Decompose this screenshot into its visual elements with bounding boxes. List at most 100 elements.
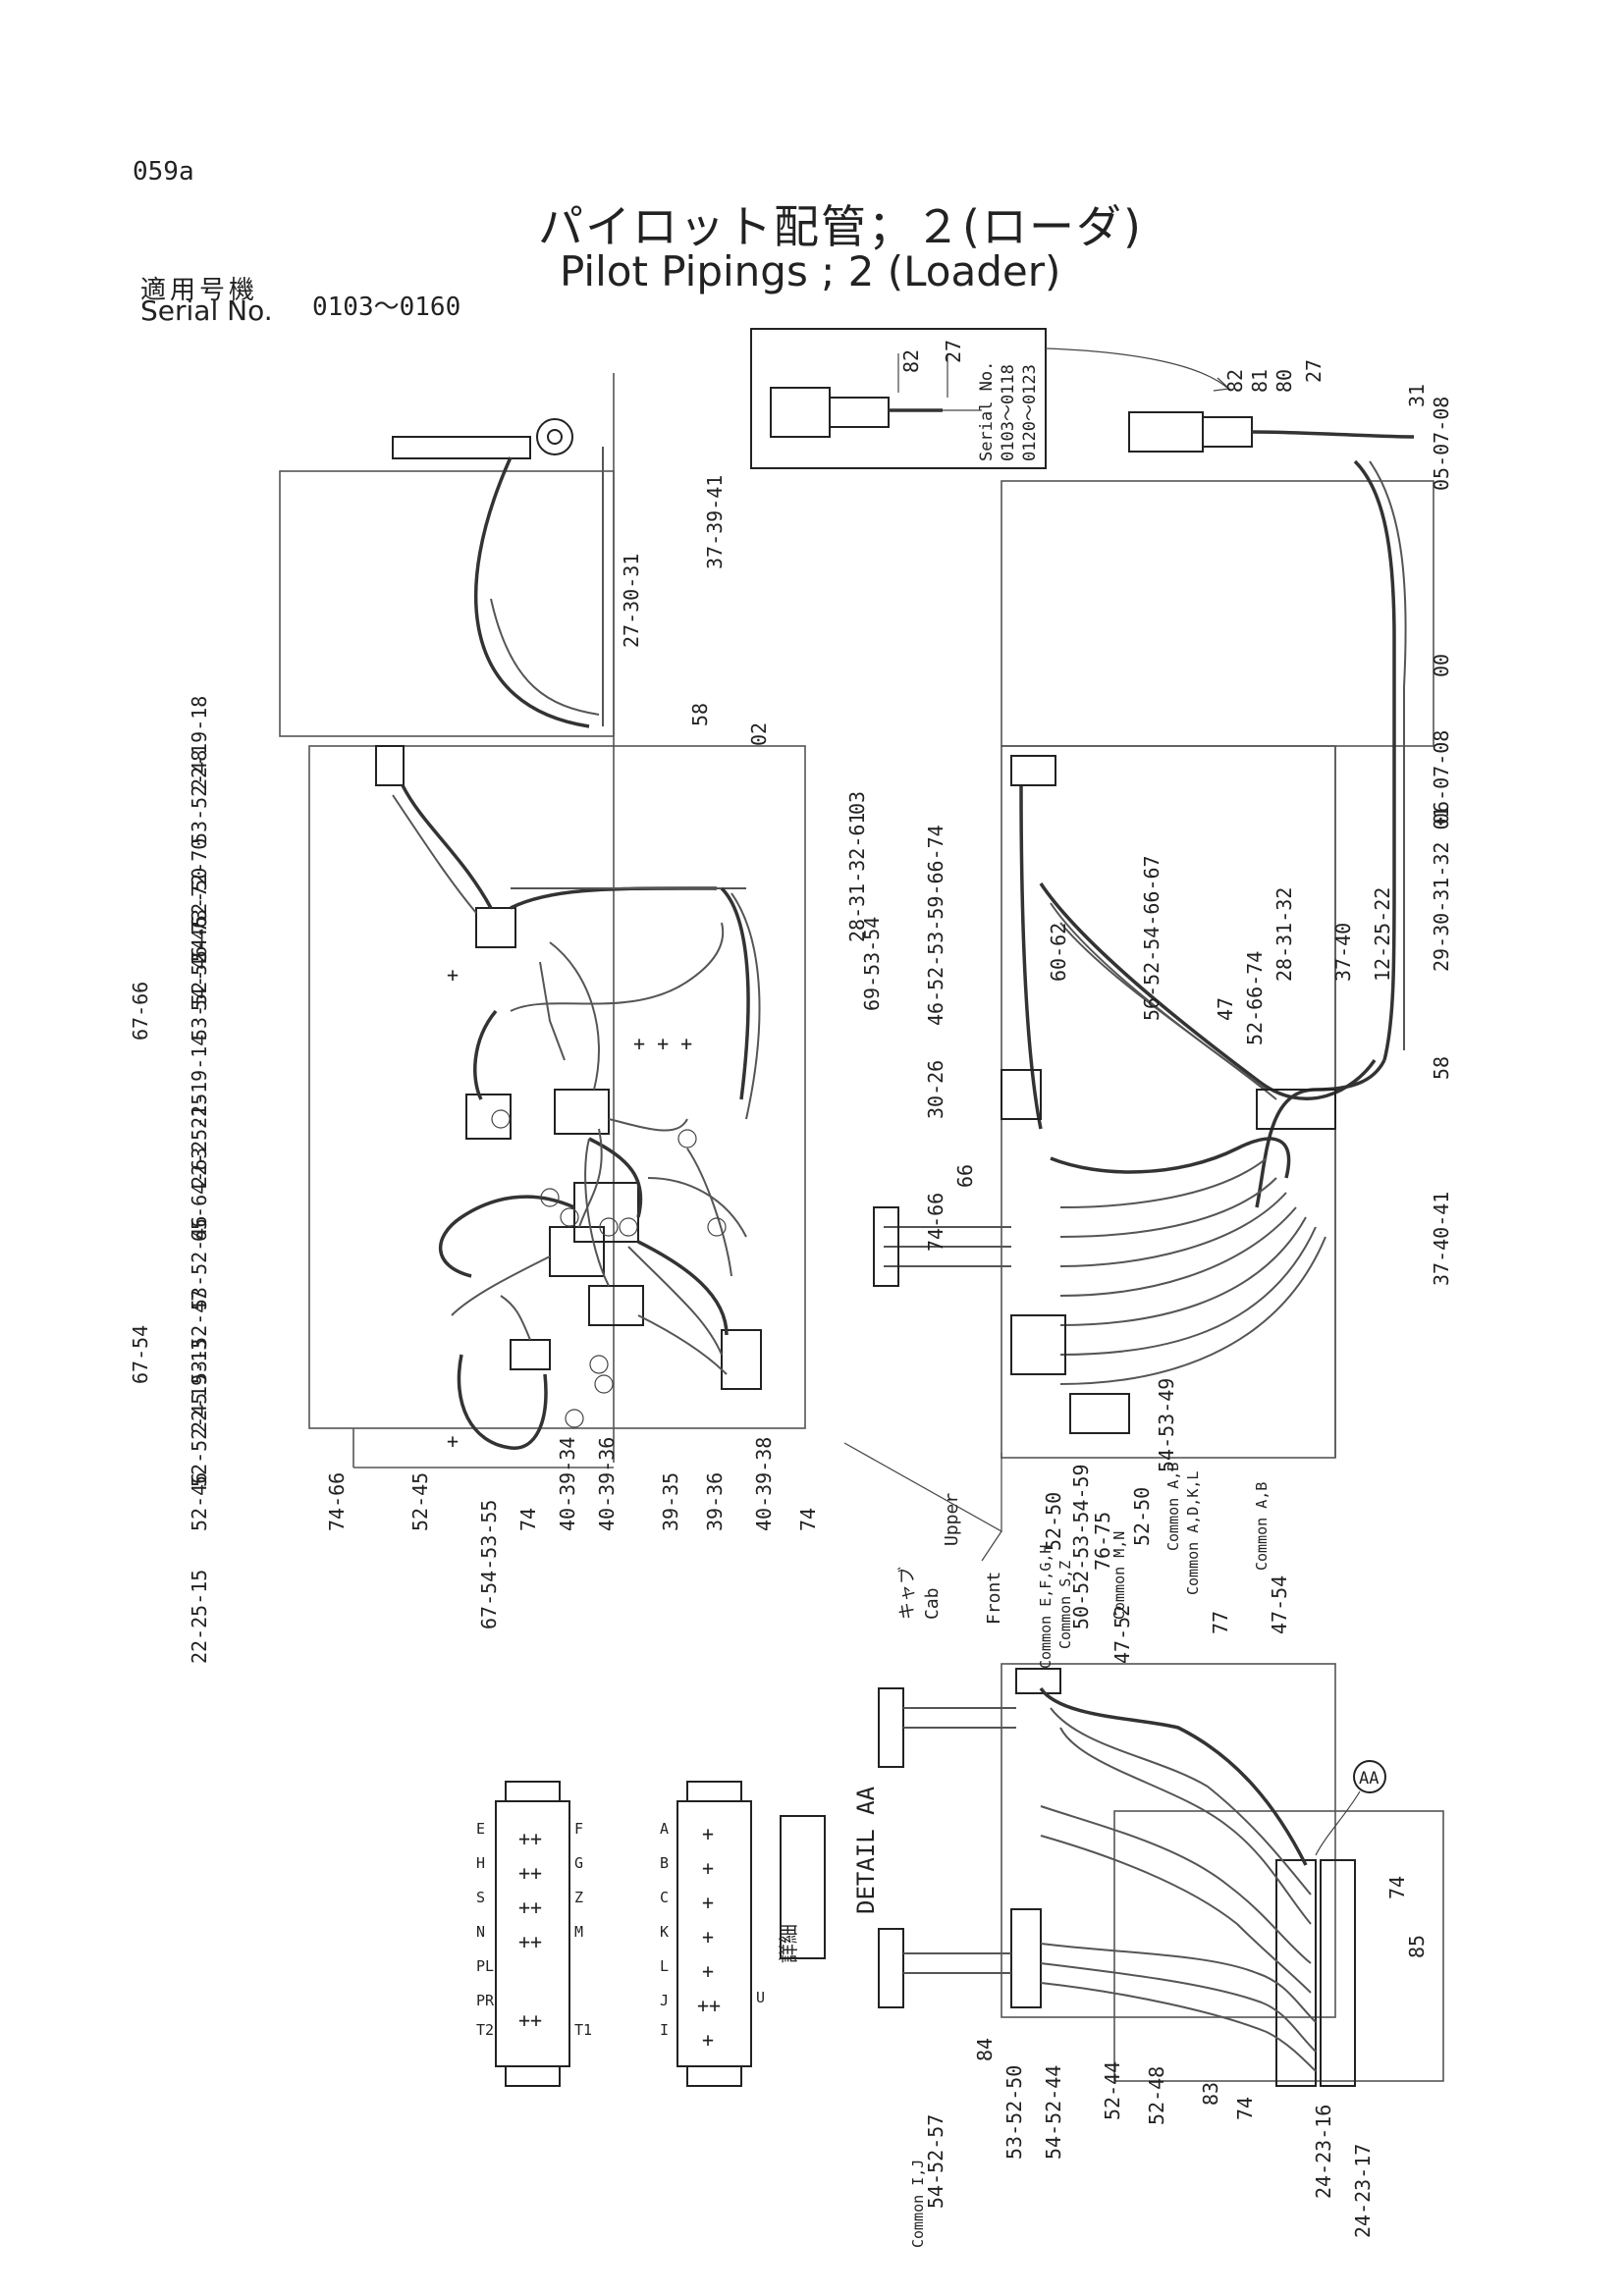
part-callout: 39-35 xyxy=(659,1472,682,1531)
part-callout: 65-64-63 xyxy=(188,1148,211,1242)
part-callout: 52-52-45 xyxy=(188,1393,211,1487)
part-callout: 54-52-46 xyxy=(188,917,211,1011)
part-callout: N xyxy=(476,1923,485,1941)
part-callout: J xyxy=(660,1992,669,2009)
part-callout: 53-52-47 xyxy=(188,1290,211,1384)
inset-serial-label: Serial No. xyxy=(977,361,997,461)
part-callout: 54-52-44 xyxy=(1042,2065,1065,2160)
part-callout: T2 xyxy=(476,2021,494,2039)
part-callout: 76-75 xyxy=(1091,1512,1114,1571)
part-callout: Cab xyxy=(922,1587,943,1620)
inset-serial-range-2: 0120～0123 xyxy=(1020,364,1040,461)
part-callout: Common A,B xyxy=(1164,1463,1182,1551)
part-callout: 83 xyxy=(1199,2082,1222,2106)
part-callout: 58 xyxy=(688,703,712,726)
part-callout: I xyxy=(660,2021,669,2039)
part-callout: 30-26 xyxy=(924,1060,947,1119)
part-callout: H xyxy=(476,1854,485,1872)
part-callout: 40-39-36 xyxy=(595,1437,619,1531)
part-callout: 52-45 xyxy=(408,1472,432,1531)
part-callout: 24-23-17 xyxy=(1351,2144,1375,2238)
part-callout: 39-36 xyxy=(703,1472,727,1531)
part-callout: 73-72-70 xyxy=(188,838,211,933)
part-callout: C xyxy=(660,1889,669,1906)
page-title-japanese: パイロット配管；２(ローダ) xyxy=(538,200,1143,253)
part-callout: L xyxy=(660,1957,669,1975)
part-callout: E xyxy=(476,1820,485,1838)
svg-text:+: + xyxy=(702,1822,714,1845)
part-callout: 02 xyxy=(747,722,771,746)
inset-serial-range-1: 0103～0118 xyxy=(999,364,1018,461)
part-callout: 22-19-13 xyxy=(188,1339,211,1433)
part-callout: 81 xyxy=(1248,369,1271,393)
part-callout: 58 xyxy=(1430,1056,1453,1080)
part-callout: 29-30-31-32 01 xyxy=(1430,806,1453,972)
part-callout: 27 xyxy=(1302,359,1325,383)
svg-text:+: + xyxy=(447,963,459,987)
part-callout: 53-52-46 xyxy=(188,946,211,1041)
part-callout: Front xyxy=(984,1572,1004,1625)
part-callout: 50-52-53-54-59 xyxy=(1069,1464,1093,1629)
part-callout: S xyxy=(476,1889,485,1906)
part-callout: 80 xyxy=(1272,369,1296,393)
page-title-english: Pilot Pipings ; 2 (Loader) xyxy=(560,247,1061,295)
part-callout: Common M,N xyxy=(1110,1531,1128,1620)
part-callout: Common S,Z xyxy=(1056,1561,1074,1649)
svg-text:+: + xyxy=(702,2028,714,2052)
part-callout: 37-40-41 xyxy=(1430,1192,1453,1286)
part-callout: 31 xyxy=(1405,384,1429,407)
part-callout: PL xyxy=(476,1957,494,1975)
page-code: 059a xyxy=(133,157,194,187)
detail-title: DETAIL AA xyxy=(852,1786,880,1914)
part-callout: T1 xyxy=(574,2021,592,2039)
svg-text:+: + xyxy=(702,1891,714,1914)
part-callout: 28-31-32 xyxy=(1272,887,1296,982)
part-callout: 60-62 xyxy=(1047,923,1070,982)
part-callout: PR xyxy=(476,1992,495,2009)
inset-part-label: 27 xyxy=(942,340,965,363)
part-callout: 22-19-14 xyxy=(188,1035,211,1129)
part-callout: 74 xyxy=(516,1508,540,1531)
part-callout: 40-39-34 xyxy=(556,1437,579,1531)
svg-text:++: ++ xyxy=(518,1896,542,1919)
part-callout: 67-66 xyxy=(129,982,152,1041)
part-callout: 56-52-54-66-67 xyxy=(1140,855,1163,1021)
part-callout: 12-25-22 xyxy=(1371,887,1394,982)
svg-text:+: + xyxy=(702,1856,714,1880)
detail-marker: AA xyxy=(1359,1769,1379,1789)
part-callout: B xyxy=(660,1854,669,1872)
part-callout: A xyxy=(660,1820,669,1838)
part-callout: 52-50 xyxy=(1130,1487,1154,1546)
svg-text:+: + xyxy=(447,1429,459,1453)
part-callout: 47-52 xyxy=(1110,1605,1134,1664)
svg-text:++: ++ xyxy=(518,2008,542,2032)
svg-text:+: + xyxy=(702,1925,714,1949)
part-callout: 54-52-50 xyxy=(188,868,211,962)
part-callout: 53-52-46 xyxy=(188,1216,211,1310)
svg-text:+: + xyxy=(702,1959,714,1983)
part-callout: U xyxy=(756,1989,765,2006)
serial-label-english: Serial No. xyxy=(140,294,273,327)
part-callout: Common A,D,K,L xyxy=(1184,1471,1202,1595)
part-callout: 74-66 xyxy=(924,1193,947,1252)
part-callout: 53-52-48 xyxy=(188,750,211,844)
part-callout: Upper xyxy=(942,1493,962,1546)
part-callout: 52-44 xyxy=(1101,2061,1124,2120)
serial-label-japanese: 適用号機 xyxy=(140,276,259,305)
part-callout: 69-53-54 xyxy=(860,917,884,1011)
part-callout: 06-07-08 xyxy=(1430,730,1453,825)
svg-text:++: ++ xyxy=(518,1930,542,1953)
part-callout: Z xyxy=(574,1889,583,1906)
callout-layer: 22-19-1853-52-4873-72-7054-52-5054-52-46… xyxy=(129,359,1453,2248)
part-callout: 66 xyxy=(953,1164,977,1188)
part-callout: 74 xyxy=(1385,1876,1409,1899)
part-callout: 52-50 xyxy=(1042,1492,1065,1551)
part-callout: 74-66 xyxy=(325,1472,349,1531)
part-callout: 74 xyxy=(796,1508,820,1531)
part-callout: 詳細 xyxy=(777,1924,800,1963)
part-callout: 37-39-41 xyxy=(703,475,727,569)
right-view xyxy=(843,411,1434,1562)
svg-text:++: ++ xyxy=(697,1994,721,2017)
part-callout: 22-19-18 xyxy=(188,696,211,790)
